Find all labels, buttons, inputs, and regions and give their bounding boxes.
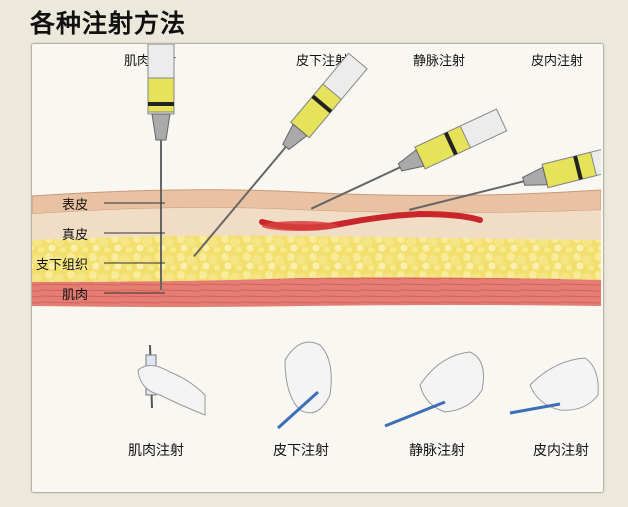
page-title: 各种注射方法 (30, 9, 187, 38)
label-top-subcutaneous: 皮下注射 (296, 54, 349, 69)
label-dermis: 真皮 (62, 228, 89, 243)
label-muscle: 肌肉 (62, 288, 89, 303)
muscle-layer (32, 277, 601, 307)
hand-subcutaneous (276, 341, 332, 430)
label-subcutaneous: 支下组织 (36, 258, 89, 273)
hand-intramuscular (137, 344, 206, 416)
label-bottom-intravenous: 静脉注射 (409, 443, 465, 459)
subcutaneous-layer (32, 235, 601, 282)
label-top-intradermal: 皮内注射 (531, 54, 584, 69)
intradermal-bleb (262, 221, 338, 231)
label-top-intravenous: 静脉注射 (413, 54, 466, 69)
syringe-intramuscular (147, 44, 175, 290)
label-epidermis: 表皮 (62, 198, 89, 213)
hand-intravenous (384, 351, 484, 428)
hand-intradermal (509, 357, 599, 415)
label-bottom-intradermal: 皮内注射 (533, 443, 589, 459)
label-bottom-subcutaneous: 皮下注射 (273, 443, 329, 459)
syringe-intravenous (310, 108, 508, 210)
syringe-subcutaneous (193, 52, 368, 258)
syringe-intradermal (408, 141, 601, 211)
label-bottom-intramuscular: 肌肉注射 (128, 443, 184, 459)
